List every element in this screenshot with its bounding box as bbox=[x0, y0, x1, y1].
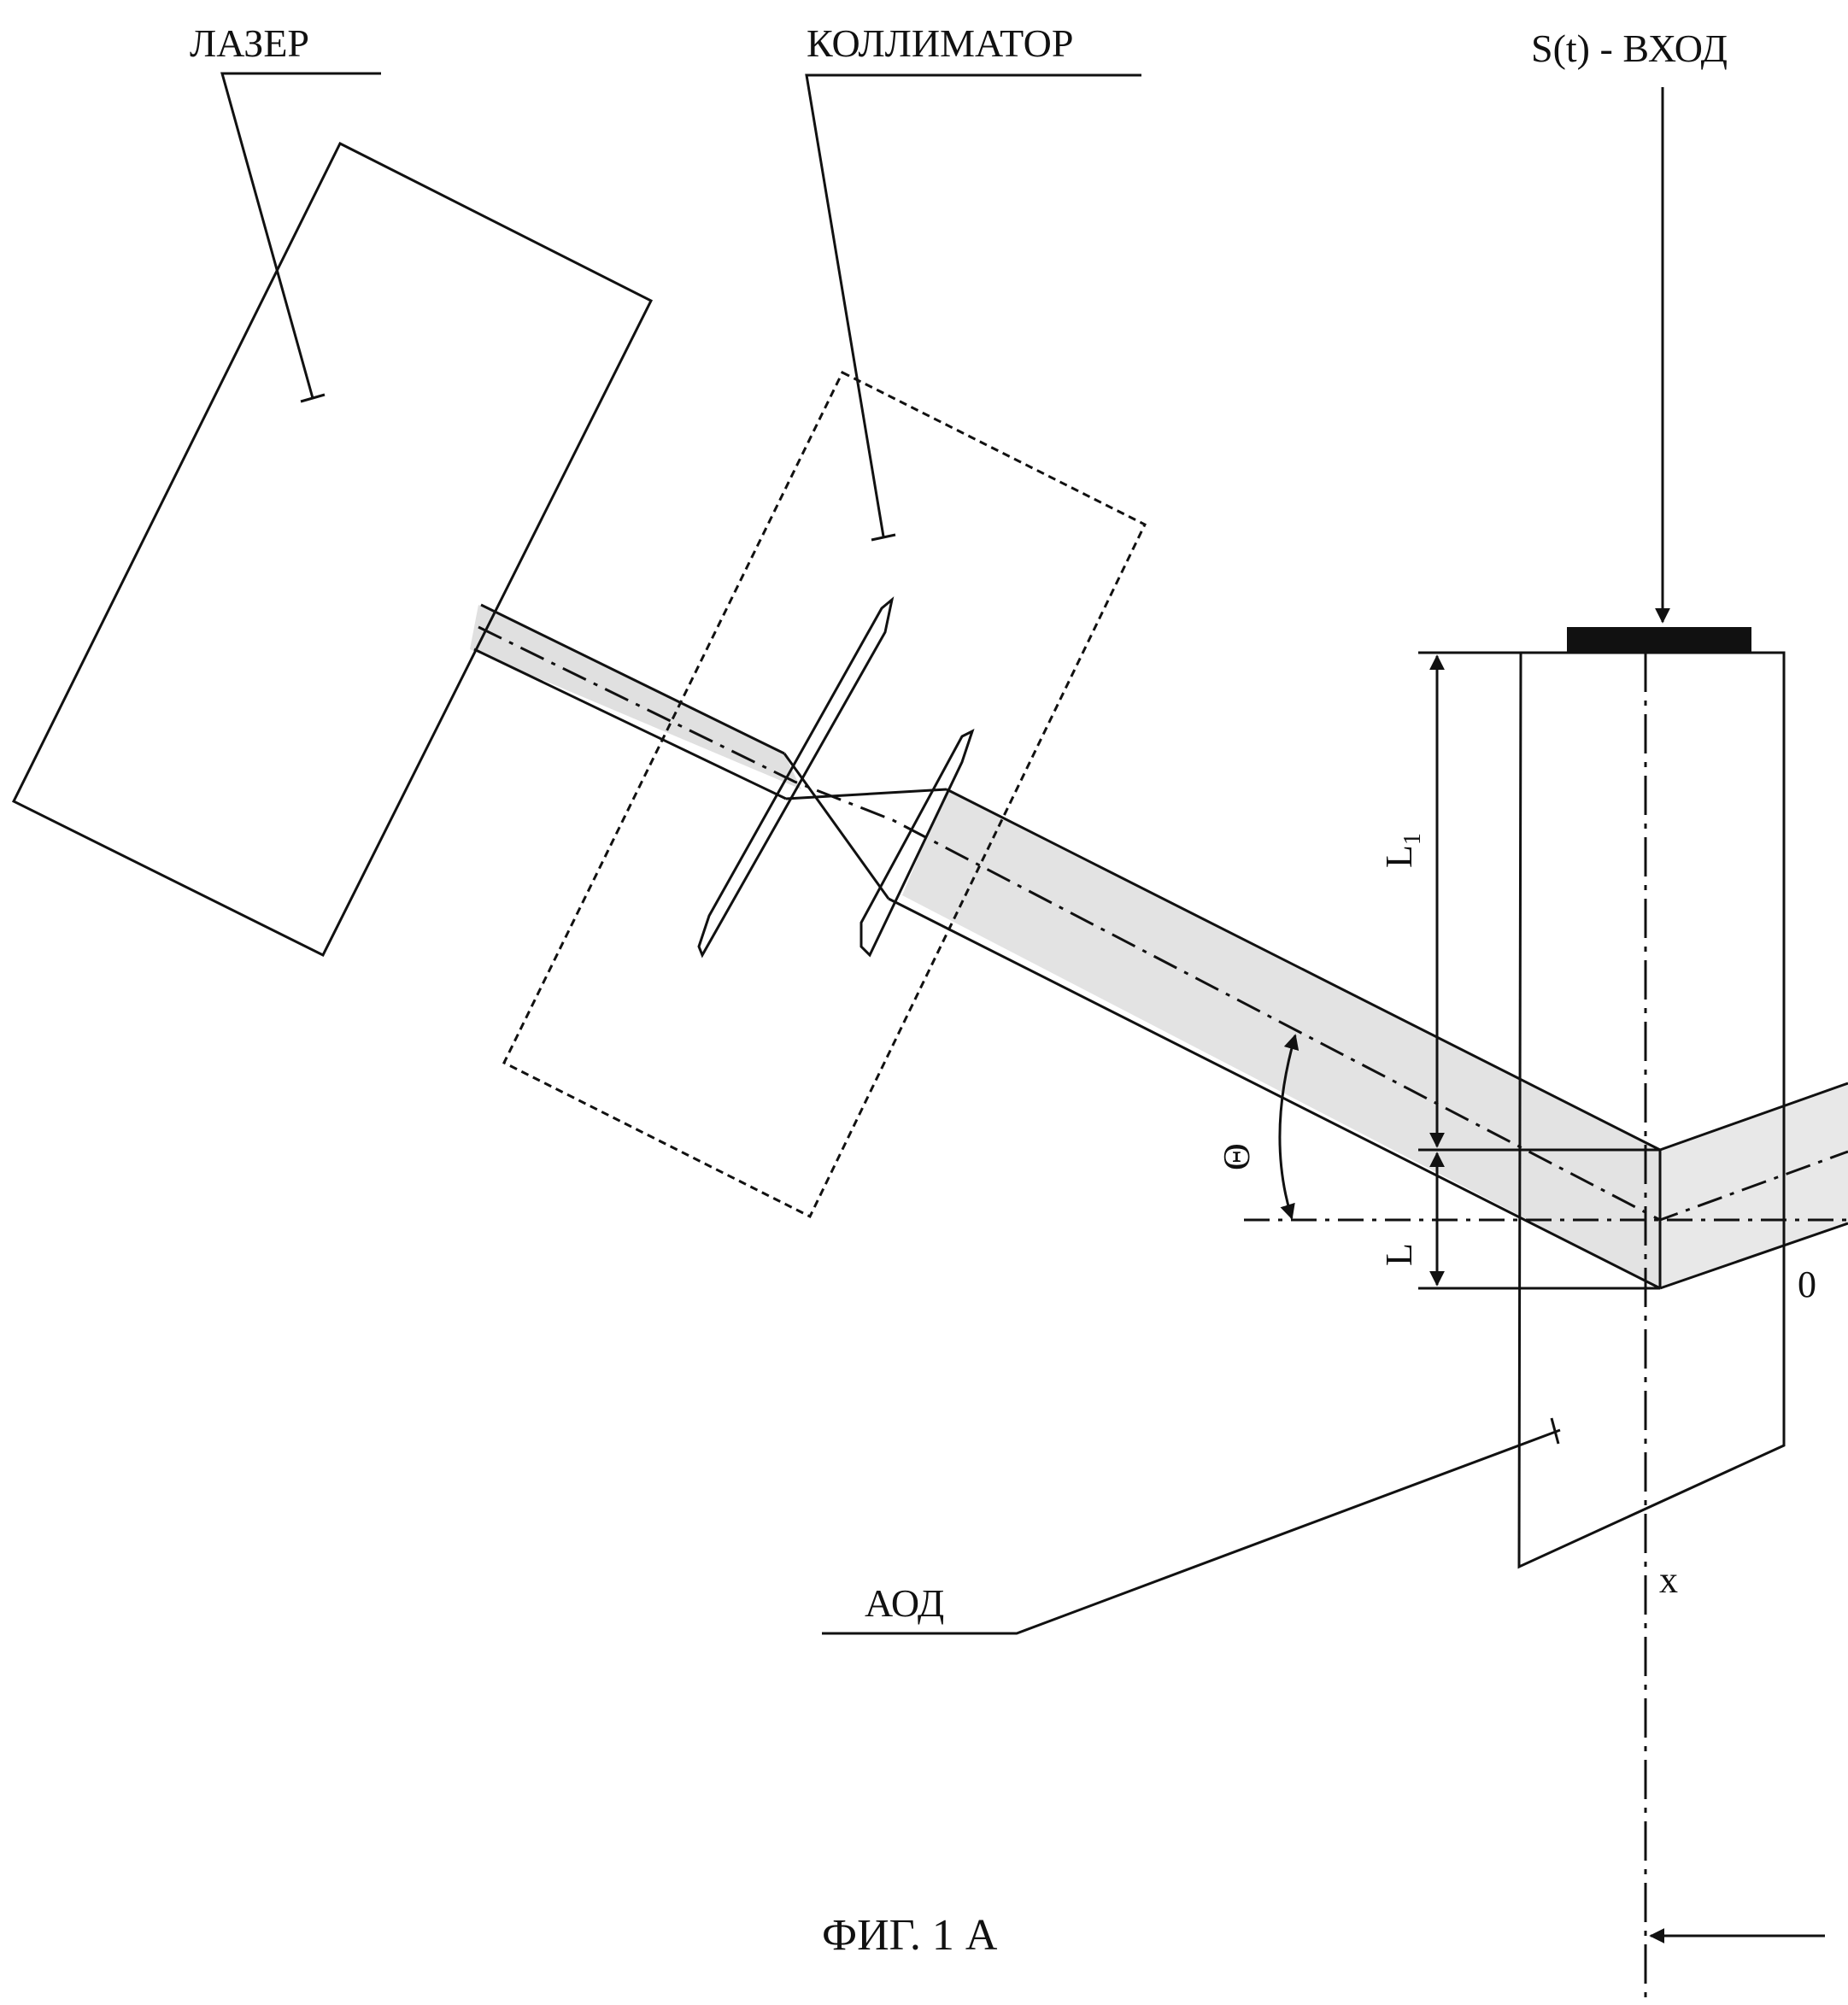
light-beam bbox=[470, 605, 1848, 1288]
piezo-transducer bbox=[1567, 627, 1751, 653]
input-label: S(t) - ВХОД bbox=[1531, 26, 1728, 70]
aod-label: АОД bbox=[865, 1581, 944, 1625]
beam-edge bbox=[474, 649, 786, 799]
laser-leader bbox=[222, 73, 381, 398]
beam-edge bbox=[784, 753, 889, 899]
l-label: L bbox=[1378, 1243, 1420, 1266]
theta-label: Θ bbox=[1216, 1143, 1258, 1170]
x-axis-label: x bbox=[1659, 1559, 1678, 1601]
collimator-label: КОЛЛИМАТОР bbox=[807, 21, 1073, 65]
collimator-leader bbox=[807, 75, 1141, 536]
collimator: КОЛЛИМАТОР bbox=[504, 21, 1145, 1216]
figure-caption: ФИГ. 1 А bbox=[822, 1911, 998, 1960]
laser: ЛАЗЕР bbox=[14, 21, 651, 955]
l1-label: L1 bbox=[1378, 833, 1426, 868]
laser-label: ЛАЗЕР bbox=[190, 21, 309, 65]
origin-label: 0 bbox=[1798, 1263, 1816, 1305]
beam-expanded-segment bbox=[902, 789, 1660, 1288]
laser-body bbox=[14, 144, 651, 955]
beam-edge bbox=[481, 605, 784, 753]
